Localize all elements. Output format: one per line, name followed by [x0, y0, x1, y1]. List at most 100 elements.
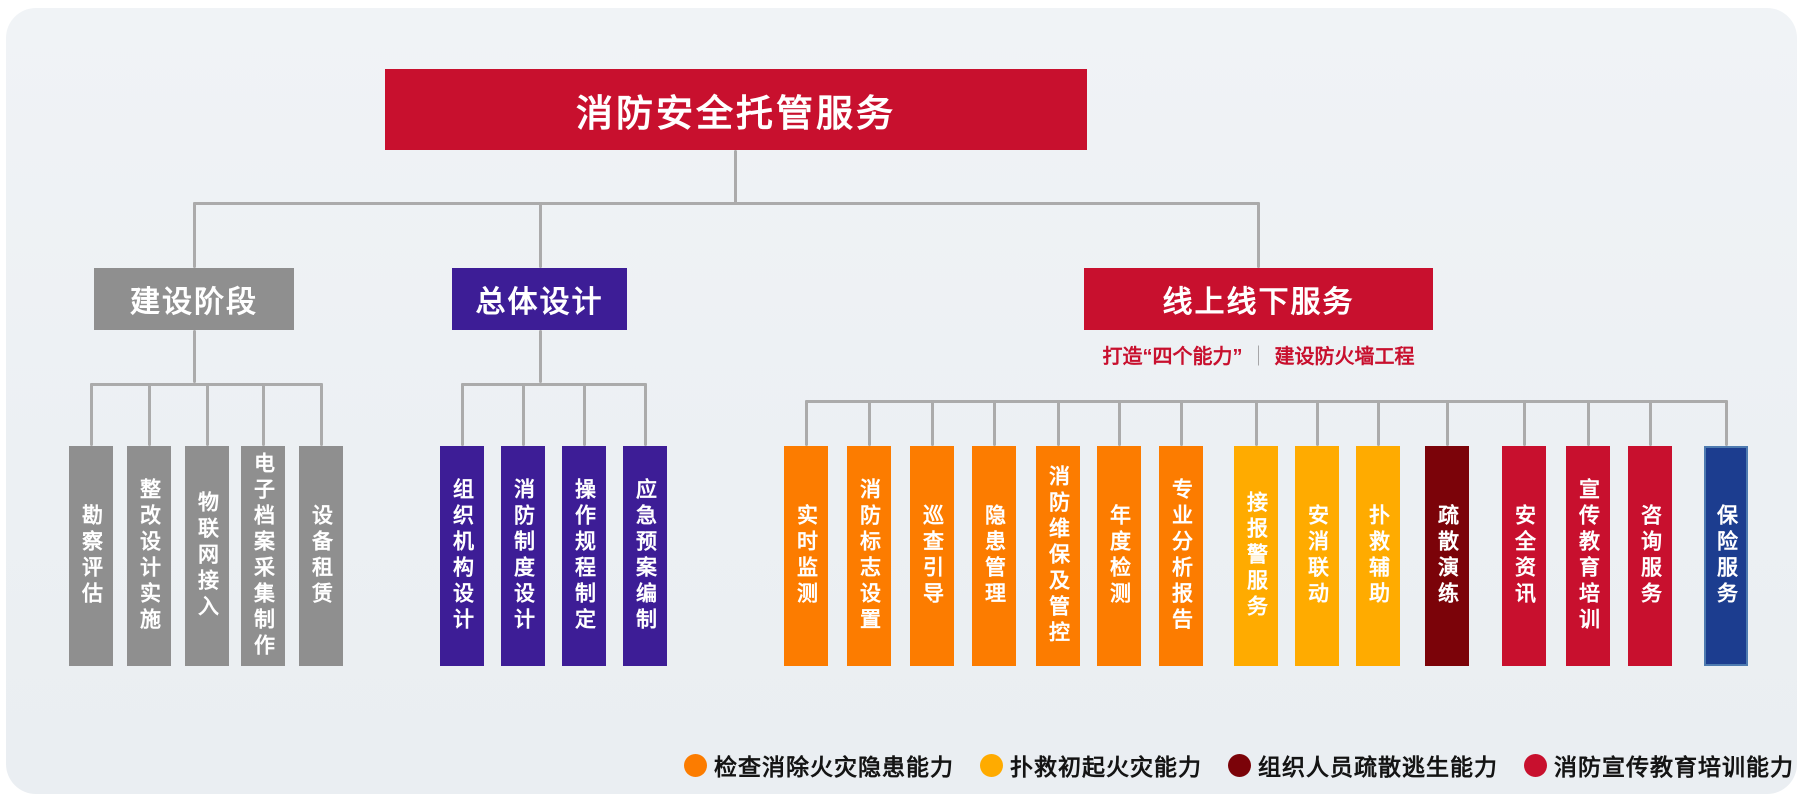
org-node-label: 实时监测 — [794, 504, 818, 608]
connector-line — [804, 400, 808, 446]
connector-line — [460, 383, 464, 446]
connector-line — [643, 383, 647, 446]
legend-item: 组织人员疏散逃生能力 — [1228, 748, 1498, 782]
org-node-label: 宣传教育培训 — [1576, 478, 1600, 634]
org-node-label: 应急预案编制 — [633, 478, 657, 634]
org-node: 物联网接入 — [185, 446, 229, 666]
org-node: 隐患管理 — [972, 446, 1016, 666]
connector-line — [1724, 400, 1728, 446]
org-node: 专业分析报告 — [1159, 446, 1203, 666]
root-node: 消防安全托管服务 — [385, 69, 1087, 150]
org-node-label: 扑救辅助 — [1366, 504, 1390, 608]
org-node: 实时监测 — [784, 446, 828, 666]
org-node: 保险服务 — [1704, 446, 1748, 666]
org-node: 年度检测 — [1097, 446, 1141, 666]
org-node-label: 勘察评估 — [79, 504, 103, 608]
org-node-label: 疏散演练 — [1435, 504, 1459, 608]
org-node-label: 安全资讯 — [1512, 504, 1536, 608]
legend-item: 检查消除火灾隐患能力 — [684, 748, 954, 782]
branch-node-label: 总体设计 — [475, 286, 604, 319]
connector-line — [1648, 400, 1652, 446]
legend-item: 扑救初起火灾能力 — [980, 748, 1202, 782]
org-node: 安消联动 — [1295, 446, 1339, 666]
legend-dot — [1524, 753, 1547, 777]
legend-label: 检查消除火灾隐患能力 — [714, 754, 954, 780]
connector-line — [992, 400, 996, 446]
org-node-label: 接报警服务 — [1244, 491, 1268, 621]
org-node: 安全资讯 — [1502, 446, 1546, 666]
connector-line — [319, 383, 323, 446]
org-node: 整改设计实施 — [127, 446, 171, 666]
legend-dot — [980, 753, 1003, 777]
org-node: 扑救辅助 — [1356, 446, 1400, 666]
legend-dot — [684, 753, 707, 777]
connector-line — [1056, 400, 1060, 446]
connector-line — [521, 383, 525, 446]
org-node-label: 年度检测 — [1107, 504, 1131, 608]
org-node-label: 隐患管理 — [982, 504, 1006, 608]
org-node-label: 组织机构设计 — [450, 478, 474, 634]
legend-item: 消防宣传教育培训能力 — [1524, 748, 1794, 782]
org-node-label: 操作规程制定 — [572, 478, 596, 634]
connector-line — [733, 150, 737, 205]
connector-line — [1315, 400, 1319, 446]
org-node: 消防标志设置 — [847, 446, 891, 666]
connector-line — [538, 330, 542, 383]
org-node: 设备租赁 — [299, 446, 343, 666]
connector-line — [930, 400, 934, 446]
branch-node-label: 线上线下服务 — [1162, 286, 1355, 319]
org-node-label: 消防维保及管控 — [1046, 465, 1070, 647]
legend-dot — [1228, 753, 1251, 777]
connector-line — [804, 400, 1728, 403]
org-node-label: 设备租赁 — [309, 504, 333, 608]
org-node: 咨询服务 — [1628, 446, 1672, 666]
org-node-label: 物联网接入 — [195, 491, 219, 621]
connector-line — [147, 383, 151, 446]
connector-line — [192, 330, 196, 383]
connector-line — [1376, 400, 1380, 446]
connector-line — [538, 202, 542, 268]
branch-node-design: 总体设计 — [452, 268, 627, 330]
org-node: 宣传教育培训 — [1566, 446, 1610, 666]
connector-line — [192, 202, 1260, 205]
org-node: 巡查引导 — [910, 446, 954, 666]
org-node: 组织机构设计 — [440, 446, 484, 666]
connector-line — [867, 400, 871, 446]
connector-line — [1522, 400, 1526, 446]
org-node: 疏散演练 — [1425, 446, 1469, 666]
connector-line — [192, 202, 196, 268]
org-node-label: 整改设计实施 — [137, 478, 161, 634]
org-node-label: 巡查引导 — [920, 504, 944, 608]
org-node-label: 电子档案采集制作 — [251, 452, 275, 660]
subtitle-left: 打造“四个能力” — [1102, 346, 1243, 368]
connector-line — [1117, 400, 1121, 446]
org-node: 接报警服务 — [1234, 446, 1278, 666]
org-node: 应急预案编制 — [623, 446, 667, 666]
org-node: 勘察评估 — [69, 446, 113, 666]
legend-label: 扑救初起火灾能力 — [1010, 754, 1202, 780]
legend-label: 消防宣传教育培训能力 — [1554, 754, 1794, 780]
connector-line — [205, 383, 209, 446]
service-subtitle: 打造“四个能力”｜建设防火墙工程 — [1034, 340, 1483, 369]
org-node-label: 保险服务 — [1714, 504, 1738, 608]
branch-node-service: 线上线下服务 — [1084, 268, 1433, 330]
root-node-label: 消防安全托管服务 — [576, 92, 896, 134]
connector-line — [1445, 400, 1449, 446]
subtitle-right: 建设防火墙工程 — [1274, 346, 1415, 368]
org-node: 消防维保及管控 — [1036, 446, 1080, 666]
legend: 检查消除火灾隐患能力 扑救初起火灾能力组织人员疏散逃生能力 消防宣传教育培训能力 — [684, 748, 1794, 782]
connector-line — [1179, 400, 1183, 446]
org-node: 消防制度设计 — [501, 446, 545, 666]
branch-node-construction: 建设阶段 — [94, 268, 294, 330]
org-node-label: 消防标志设置 — [857, 478, 881, 634]
org-node: 操作规程制定 — [562, 446, 606, 666]
org-node-label: 咨询服务 — [1638, 504, 1662, 608]
connector-line — [89, 383, 93, 446]
connector-line — [1254, 400, 1258, 446]
branch-node-label: 建设阶段 — [130, 286, 258, 319]
org-node-label: 消防制度设计 — [511, 478, 535, 634]
connector-line — [1586, 400, 1590, 446]
connector-line — [261, 383, 265, 446]
connector-line — [1256, 202, 1260, 268]
connector-line — [582, 383, 586, 446]
